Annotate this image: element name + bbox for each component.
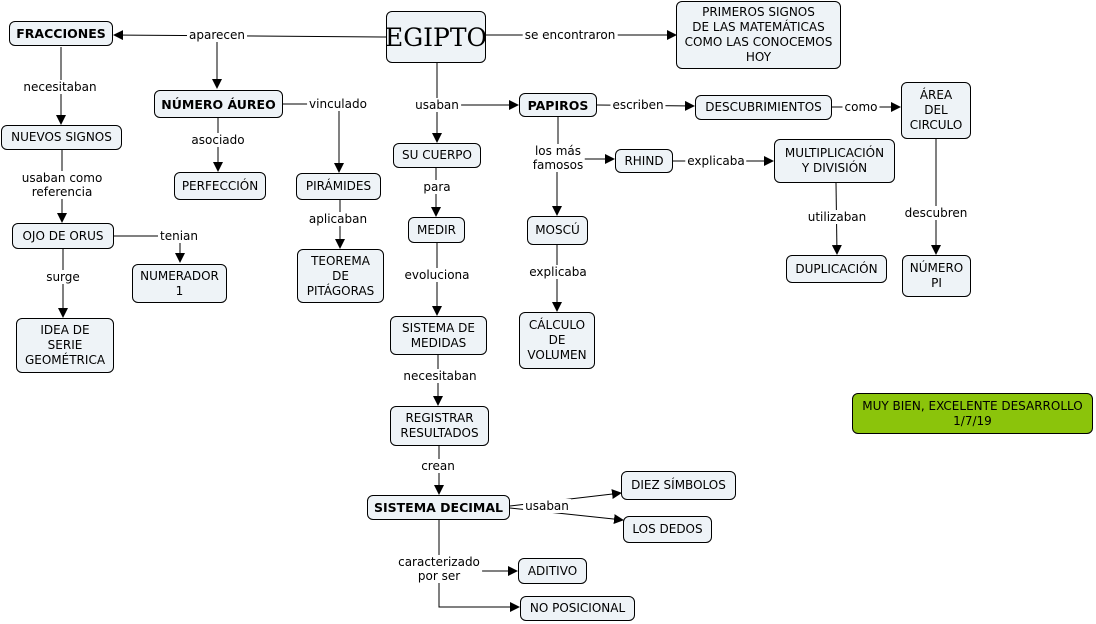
concept-diez-simbolos[interactable]: DIEZ SÍMBOLOS bbox=[621, 471, 736, 500]
link-label-explicaba: explicaba bbox=[685, 154, 747, 168]
concept-piramides[interactable]: PIRÁMIDES bbox=[296, 173, 381, 200]
edge-egipto-fracciones bbox=[113, 30, 387, 41]
link-label-caracterizado: caracterizado por ser bbox=[396, 555, 482, 583]
concept-duplicacion[interactable]: DUPLICACIÓN bbox=[786, 255, 887, 283]
concept-numerador[interactable]: NUMERADOR 1 bbox=[132, 264, 227, 303]
link-label-aplicaban: aplicaban bbox=[306, 212, 370, 226]
concept-fracciones[interactable]: FRACCIONES bbox=[9, 21, 113, 46]
link-label-usaban-como-referencia: usaban como referencia bbox=[19, 171, 105, 199]
concept-nuevos-signos[interactable]: NUEVOS SIGNOS bbox=[1, 125, 122, 150]
link-label-vinculado: vinculado bbox=[307, 97, 369, 111]
link-label-usaban-2: usaban bbox=[523, 499, 571, 513]
concept-registrar-resultados[interactable]: REGISTRAR RESULTADOS bbox=[390, 406, 489, 446]
concept-numero-pi[interactable]: NÚMERO PI bbox=[902, 255, 971, 297]
concept-perfeccion[interactable]: PERFECCIÓN bbox=[174, 172, 266, 200]
link-label-descubren: descubren bbox=[902, 206, 970, 220]
concept-su-cuerpo[interactable]: SU CUERPO bbox=[393, 143, 481, 168]
concept-sistema-decimal[interactable]: SISTEMA DECIMAL bbox=[367, 495, 510, 520]
link-label-aparecen: aparecen bbox=[187, 28, 247, 42]
teacher-comment: MUY BIEN, EXCELENTE DESARROLLO 1/7/19 bbox=[852, 393, 1093, 434]
concept-rhind[interactable]: RHIND bbox=[615, 149, 673, 173]
link-label-crean: crean bbox=[419, 459, 457, 473]
concept-aditivo[interactable]: ADITIVO bbox=[518, 558, 587, 584]
link-label-utilizaban: utilizaban bbox=[805, 210, 869, 224]
concept-idea-serie-geometrica[interactable]: IDEA DE SERIE GEOMÉTRICA bbox=[16, 318, 114, 373]
link-label-evoluciona: evoluciona bbox=[402, 268, 472, 282]
concept-no-posicional[interactable]: NO POSICIONAL bbox=[520, 596, 635, 621]
link-label-se-encontraron: se encontraron bbox=[522, 28, 618, 42]
concept-medir[interactable]: MEDIR bbox=[408, 217, 465, 243]
concept-los-dedos[interactable]: LOS DEDOS bbox=[623, 516, 712, 543]
link-label-escriben: escriben bbox=[610, 98, 666, 112]
link-label-necesitaban: necesitaban bbox=[21, 80, 99, 94]
concept-primeros-signos[interactable]: PRIMEROS SIGNOS DE LAS MATEMÁTICAS COMO … bbox=[676, 1, 841, 69]
link-label-necesitaban-2: necesitaban bbox=[401, 369, 479, 383]
link-label-surge: surge bbox=[44, 270, 82, 284]
concept-papiros[interactable]: PAPIROS bbox=[519, 93, 597, 117]
concept-numero-aureo[interactable]: NÚMERO ÁUREO bbox=[154, 90, 283, 118]
edge-aureo-piramides bbox=[283, 103, 344, 173]
link-label-explicaba-2: explicaba bbox=[527, 265, 589, 279]
concept-egipto[interactable]: EGIPTO bbox=[385, 11, 487, 63]
concept-sistema-de-medidas[interactable]: SISTEMA DE MEDIDAS bbox=[390, 316, 487, 355]
concept-teorema-pitagoras[interactable]: TEOREMA DE PITÁGORAS bbox=[297, 249, 384, 303]
concept-descubrimientos[interactable]: DESCUBRIMIENTOS bbox=[695, 95, 832, 120]
link-label-los-mas-famosos: los más famosos bbox=[530, 144, 586, 172]
concept-ojo-de-orus[interactable]: OJO DE ORUS bbox=[12, 223, 114, 249]
concept-calculo-de-volumen[interactable]: CÁLCULO DE VOLUMEN bbox=[519, 312, 595, 369]
edge-decimal-no-posicional bbox=[438, 571, 520, 612]
concept-multiplicacion-division[interactable]: MULTIPLICACIÓN Y DIVISIÓN bbox=[774, 139, 895, 183]
concept-moscu[interactable]: MOSCÚ bbox=[527, 216, 588, 245]
concept-area-del-circulo[interactable]: ÁREA DEL CIRCULO bbox=[901, 82, 971, 139]
link-label-tenian: tenian bbox=[158, 229, 200, 243]
link-label-asociado: asociado bbox=[189, 133, 247, 147]
link-label-como: como bbox=[842, 100, 880, 114]
link-label-usaban: usaban bbox=[413, 98, 461, 112]
link-label-para: para bbox=[421, 180, 453, 194]
